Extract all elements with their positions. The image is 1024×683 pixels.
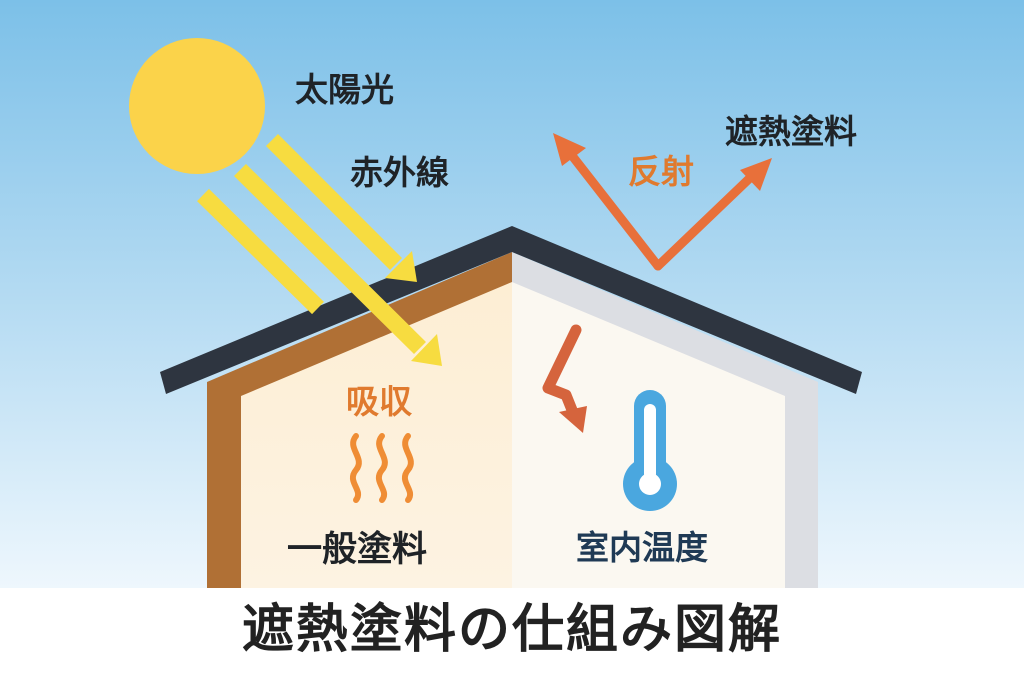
label-normal-paint: 一般塗料: [287, 530, 428, 570]
caption-band: [0, 588, 1024, 683]
left-interior: [241, 282, 512, 588]
sun-icon: [129, 38, 265, 174]
diagram-caption: 遮熱塗料の仕組み図解: [241, 600, 782, 660]
reflect-arrowhead-right: [740, 158, 772, 191]
ray-arrow: [234, 163, 442, 366]
label-indoor-temp: 室内温度: [576, 528, 708, 567]
label-heat-shield-paint: 遮熱塗料: [725, 112, 857, 151]
reflect-arrowhead-left: [553, 133, 586, 166]
label-infrared: 赤外線: [350, 153, 449, 192]
label-absorb: 吸収: [346, 382, 412, 421]
reflect-arrow-right: [653, 171, 757, 271]
thermometer-icon: [623, 390, 677, 511]
reflect-arrows: [553, 133, 772, 271]
heat-inflow-arrow: [542, 324, 587, 433]
sun-rays: [197, 133, 442, 366]
diagram-scene: [0, 0, 1024, 588]
ray-arrow: [265, 133, 417, 282]
ray-arrow: [197, 188, 324, 315]
heat-waves-icon: [349, 433, 414, 503]
reflect-arrow-left: [565, 148, 663, 271]
label-sunlight: 太陽光: [295, 70, 394, 109]
label-reflect: 反射: [628, 152, 694, 191]
